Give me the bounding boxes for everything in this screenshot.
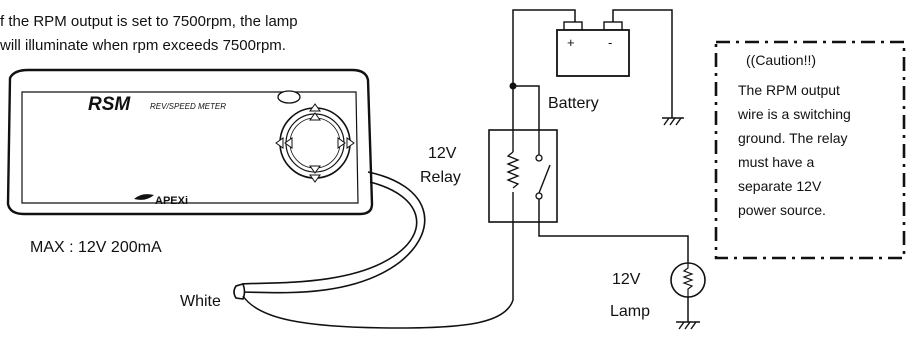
- meter-body: [6, 68, 374, 216]
- caution-line: must have a: [738, 154, 815, 170]
- right-arrow-icon: [337, 137, 346, 149]
- white-wire: [233, 171, 426, 300]
- lamp-ground-icon: [676, 321, 700, 330]
- caution-text: The RPM output wire is a switching groun…: [738, 78, 851, 222]
- meter-brand: RSM: [88, 94, 131, 115]
- wire-color-label: White: [180, 293, 221, 310]
- battery-negative-wire: [612, 9, 673, 118]
- rsm-meter-unit: RSM REV/SPEED METER APEXi: [6, 68, 374, 216]
- caution-line: separate 12V: [738, 178, 822, 194]
- ground-wire: [242, 222, 514, 329]
- lamp-voltage: 12V: [612, 271, 641, 288]
- left-arrow-icon: [284, 137, 293, 149]
- lamp-feed-wire: [538, 199, 689, 262]
- maker-logo: [134, 194, 154, 200]
- battery-negative-terminal: [603, 21, 623, 31]
- relay: [488, 129, 689, 262]
- note-line-1: f the RPM output is set to 7500rpm, the …: [0, 13, 298, 30]
- output-rating: MAX : 12V 200mA: [30, 239, 162, 256]
- caution-line: ground. The relay: [738, 130, 848, 146]
- battery: + -: [556, 21, 630, 77]
- relay-box: [488, 129, 558, 223]
- lamp-label: Lamp: [610, 303, 650, 320]
- lamp-filament-icon: [682, 262, 694, 298]
- caution-line: wire is a switching: [738, 106, 851, 122]
- caution-note: ((Caution!!) The RPM output wire is a sw…: [716, 42, 904, 258]
- battery-body: [556, 29, 630, 77]
- relay-switch-icon: [538, 164, 551, 194]
- note-line-2: will illuminate when rpm exceeds 7500rpm…: [0, 37, 286, 54]
- up-arrow-icon: [309, 112, 321, 121]
- relay-label: Relay: [420, 169, 461, 186]
- relay-voltage: 12V: [428, 145, 457, 162]
- down-arrow-icon: [309, 165, 321, 174]
- battery-ground-icon: [662, 117, 684, 126]
- battery-minus-sign: -: [608, 35, 612, 50]
- battery-positive-wire: [512, 9, 576, 86]
- control-pad: [275, 103, 355, 183]
- battery-label: Battery: [548, 95, 599, 112]
- caution-line: The RPM output: [738, 82, 840, 98]
- meter-maker: APEXi: [155, 195, 188, 207]
- battery-positive-terminal: [563, 21, 583, 31]
- indicator-lens: [277, 90, 301, 104]
- caution-title: ((Caution!!): [746, 52, 817, 68]
- caution-line: power source.: [738, 202, 826, 218]
- meter-model: REV/SPEED METER: [150, 102, 226, 111]
- meter-face: [21, 91, 359, 204]
- relay-coil-icon: [506, 151, 520, 189]
- lamp: [670, 262, 706, 322]
- caution-frame: [714, 40, 906, 260]
- battery-plus-sign: +: [567, 35, 575, 50]
